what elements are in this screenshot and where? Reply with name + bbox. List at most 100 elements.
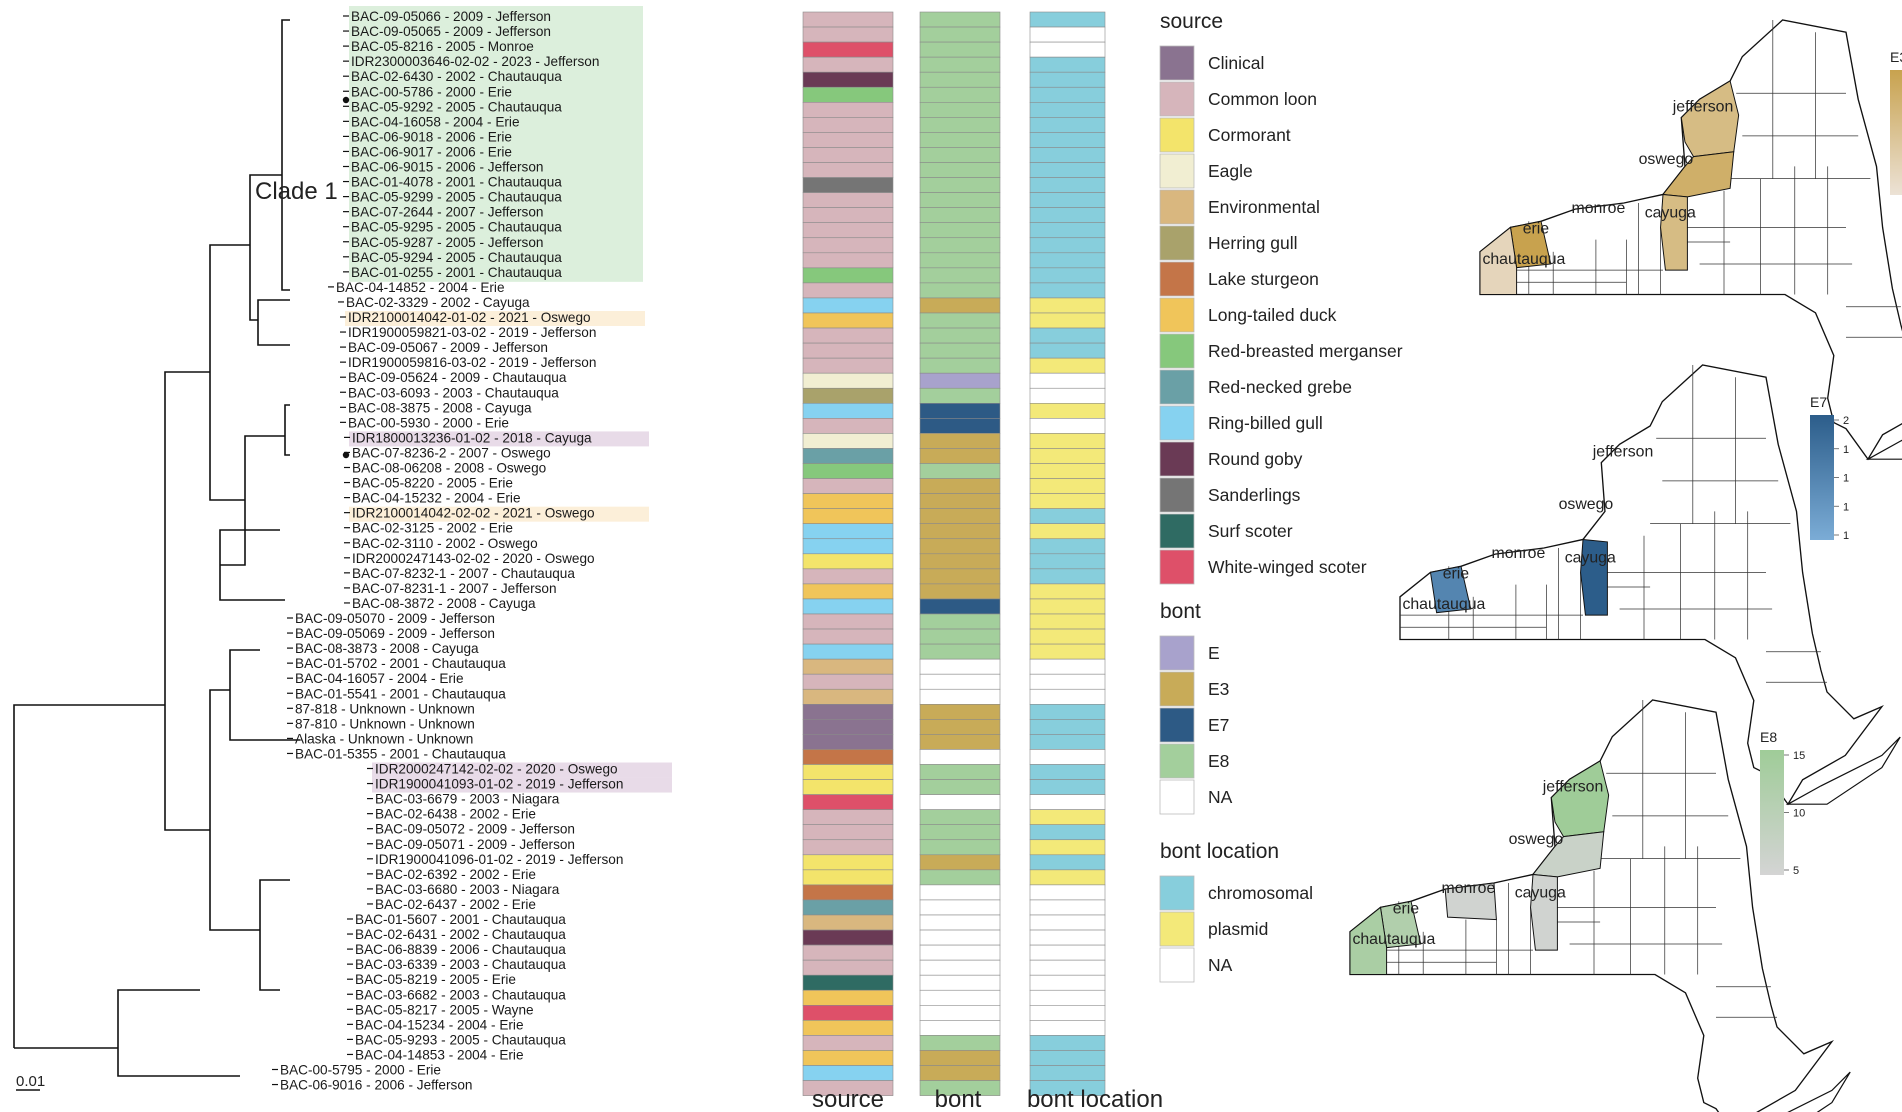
source-cell — [802, 192, 894, 208]
legend-swatch — [1159, 117, 1195, 153]
bont-cell — [919, 312, 1001, 329]
bont-location-cell — [1029, 147, 1106, 163]
bont-cell — [919, 463, 1001, 479]
source-cell — [802, 252, 894, 269]
bont-cell — [919, 132, 1001, 148]
legend-label: Environmental — [1208, 197, 1320, 217]
bont-location-cell — [1029, 703, 1106, 720]
legend-label: NA — [1208, 955, 1233, 975]
map-e7: jeffersonoswegocayugamonroeeriechautauqu… — [1399, 364, 1901, 806]
legend-label: Red-necked grebe — [1208, 377, 1352, 397]
source-cell — [802, 914, 894, 931]
tip-highlight — [372, 777, 672, 793]
tip-label: BAC-01-5541 - 2001 - Chautauqua — [295, 686, 506, 701]
bont-cell — [919, 162, 1001, 178]
map-e3: jeffersonoswegocayugamonroeeriechautauqu… — [1479, 19, 1902, 461]
bont-location-cell — [1029, 1050, 1106, 1066]
bont-location-legend-title: bont location — [1160, 840, 1279, 863]
source-cell — [802, 147, 894, 163]
bont-location-cell — [1029, 854, 1106, 871]
bont-location-cell — [1029, 523, 1106, 540]
bont-cell — [919, 327, 1001, 344]
bont-cell — [919, 177, 1001, 193]
bont-cell — [919, 824, 1001, 841]
long-island — [1787, 1071, 1851, 1112]
bont-location-cell — [1029, 583, 1106, 600]
bont-location-cell — [1029, 688, 1106, 705]
source-cell — [802, 297, 894, 314]
bont-location-cell — [1029, 387, 1106, 404]
county-label-oswego: oswego — [1559, 496, 1614, 513]
bont-cell — [919, 56, 1001, 73]
tip-label: 87-810 - Unknown - Unknown — [295, 716, 475, 731]
county-label-erie: erie — [1523, 221, 1550, 238]
bont-location-cell — [1029, 598, 1106, 615]
bont-location-cell — [1029, 628, 1106, 645]
bont-location-cell — [1029, 538, 1106, 555]
tip-label: BAC-02-6431 - 2002 - Chautauqua — [355, 927, 566, 942]
legend-label: Herring gull — [1208, 233, 1297, 253]
bont-location-cell — [1029, 1020, 1106, 1036]
source-cell — [802, 177, 894, 193]
bont-cell — [919, 553, 1001, 570]
source-cell — [802, 1065, 894, 1081]
source-cell — [802, 162, 894, 178]
bont-cell — [919, 1004, 1001, 1021]
tip-label: BAC-05-8220 - 2005 - Erie — [352, 476, 513, 491]
bont-location-cell — [1029, 869, 1106, 886]
tip-label: BAC-09-05069 - 2009 - Jefferson — [295, 626, 495, 641]
bont-cell — [919, 207, 1001, 223]
bont-location-cell — [1029, 779, 1106, 795]
bont-location-cell — [1029, 508, 1106, 524]
legend-label: Common loon — [1208, 89, 1317, 109]
bont-location-cell — [1029, 177, 1106, 193]
phylogenetic-tree — [13, 19, 300, 1077]
legend-label: plasmid — [1208, 919, 1268, 939]
source-cell — [802, 523, 894, 540]
legend-swatch — [1159, 671, 1195, 707]
bont-location-cell — [1029, 824, 1106, 841]
source-cell — [802, 553, 894, 570]
tip-label: BAC-04-14852 - 2004 - Erie — [336, 280, 505, 295]
column-label-source: source — [812, 1086, 884, 1112]
clade-1-label: Clade 1 — [255, 178, 338, 205]
source-cell — [802, 102, 894, 118]
source-cell — [802, 41, 894, 58]
source-cell — [802, 854, 894, 871]
legend-swatch — [1159, 779, 1195, 815]
bont-cell — [919, 448, 1001, 464]
bont-cell — [919, 974, 1001, 991]
legend-swatch — [1159, 947, 1195, 983]
legend-label: Eagle — [1208, 161, 1253, 181]
clade-highlights — [345, 6, 672, 793]
bont-cell — [919, 779, 1001, 795]
bont-cell — [919, 809, 1001, 826]
bont-location-cell — [1029, 734, 1106, 750]
tip-label: BAC-03-6680 - 2003 - Niagara — [375, 882, 560, 897]
source-cell — [802, 703, 894, 720]
column-label-bont: bont — [935, 1086, 982, 1112]
bont-cell — [919, 342, 1001, 359]
county-maps: jeffersonoswegocayugamonroeeriechautauqu… — [1349, 19, 1902, 1112]
source-cell — [802, 899, 894, 916]
bont-location-cell — [1029, 418, 1106, 434]
bont-location-cell — [1029, 989, 1106, 1006]
legend-swatch — [1159, 405, 1195, 441]
bont-location-cell — [1029, 764, 1106, 780]
tip-label: BAC-09-05071 - 2009 - Jefferson — [375, 837, 575, 852]
bont-location-cell — [1029, 117, 1106, 133]
legend-swatch — [1159, 153, 1195, 189]
tip-label: BAC-05-9287 - 2005 - Jefferson — [351, 235, 543, 250]
county-label-monroe: monroe — [1492, 545, 1546, 562]
bont-location-cell — [1029, 342, 1106, 359]
bont-location-cell — [1029, 493, 1106, 509]
bont-location-cell — [1029, 809, 1106, 826]
colorbar-tick-label: 15 — [1793, 750, 1805, 762]
tip-label: BAC-05-9299 - 2005 - Chautauqua — [351, 190, 562, 205]
bont-cell — [919, 613, 1001, 630]
bont-cell — [919, 282, 1001, 299]
bont-location-cell — [1029, 944, 1106, 961]
